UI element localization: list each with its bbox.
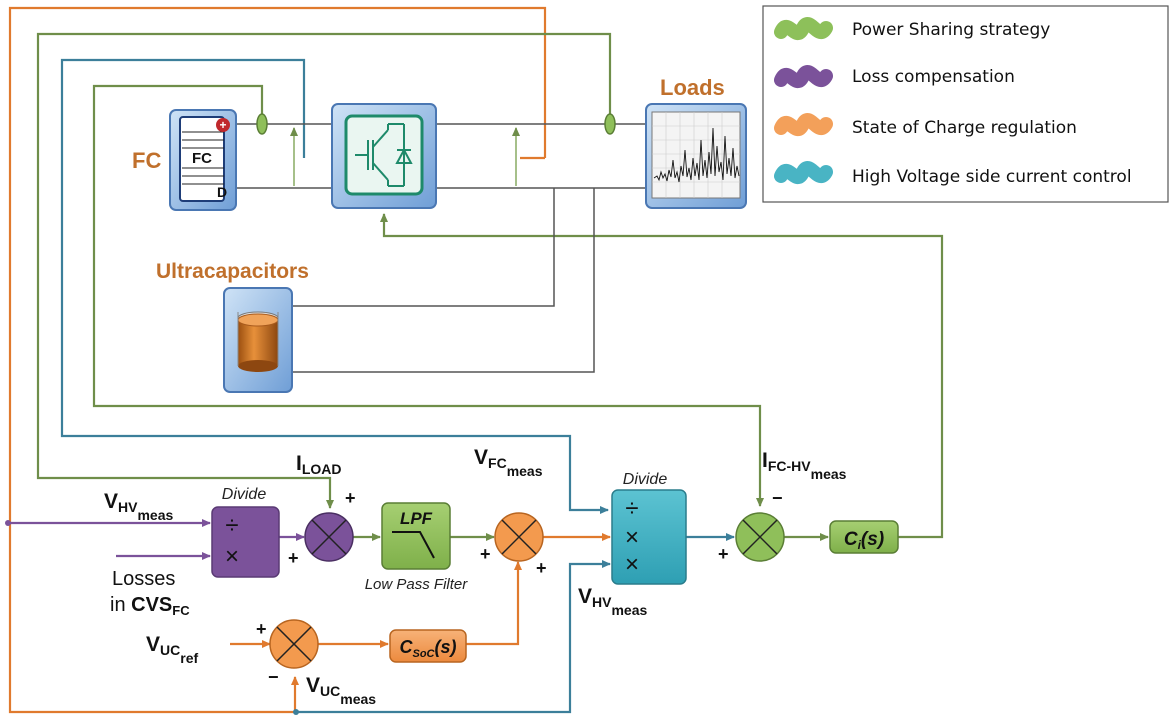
dc-dc-converter-block (331, 103, 437, 209)
legend-label-loss-compensation: Loss compensation (852, 67, 1015, 87)
fc-positive-terminal (216, 118, 230, 132)
csoc-sub: SoC (413, 648, 436, 660)
legend-swatch-power-sharing (774, 17, 833, 41)
label-vhv-meas-left: VHVmeas (104, 490, 173, 523)
divide2-caption: Divide (623, 471, 668, 488)
sign-sum1-bottom: + (288, 548, 299, 568)
sum1-junction (304, 512, 354, 562)
legend-swatch-soc-regulation (774, 113, 833, 137)
vfc-wire (60, 58, 609, 514)
label-vuc-meas: VUCmeas (306, 674, 376, 707)
csoc-tail: (s) (435, 637, 457, 657)
fc-title: FC (132, 148, 161, 173)
loads-block (645, 103, 747, 209)
legend-label-hv-current-control: High Voltage side current control (852, 167, 1132, 187)
lpf-label: LPF (400, 509, 433, 528)
lpf-block: LPF (381, 502, 451, 570)
divide2-op-multiply-1: × (625, 524, 639, 551)
sign-sum2-left: + (480, 544, 491, 564)
ci-sub: i (858, 538, 862, 552)
fc-negative-terminal: D (217, 184, 227, 200)
loads-title: Loads (660, 75, 725, 100)
sign-sum1-top: + (345, 488, 356, 508)
label-losses-line1: Losses (112, 568, 175, 590)
ultracapacitor-block (223, 287, 293, 393)
uc-title: Ultracapacitors (156, 260, 309, 283)
divide2-block: ÷ × × (611, 489, 687, 585)
sign-sum4-left: + (256, 619, 267, 639)
ci-gate-wire (380, 213, 944, 539)
csoc-main: C (400, 637, 414, 657)
label-losses-line2: in CVSFC (110, 594, 190, 618)
legend-swatch-hv-current-control (774, 161, 833, 185)
divide1-caption: Divide (222, 486, 267, 503)
legend-label-soc-regulation: State of Charge regulation (852, 118, 1077, 138)
iload-wire (36, 32, 612, 509)
fuel-cell-block: + FC D (169, 109, 237, 211)
lpf-response-curve (392, 531, 435, 559)
vhv-meas-wire (296, 560, 611, 714)
divide1-block: ÷ × (211, 506, 280, 578)
divide1-op-multiply: × (225, 543, 239, 570)
label-vhv-meas-right: VHVmeas (578, 585, 647, 618)
sign-sum4-bottom: − (268, 667, 279, 687)
divide1-op-divide: ÷ (225, 512, 238, 539)
load-current-sensor (604, 113, 616, 135)
load-profile-trace (653, 127, 740, 183)
legend-swatch-loss-compensation (774, 65, 833, 89)
fc-inner-label: FC (192, 150, 212, 167)
label-iload: ILOAD (296, 452, 342, 477)
sign-sum3-top: − (772, 488, 783, 508)
csoc-controller-block: CSoC(s) (389, 629, 467, 663)
power-wiring (234, 123, 646, 373)
csoc-to-sum-wire (466, 561, 522, 646)
ci-main: C (844, 529, 858, 550)
sum4-junction (269, 619, 319, 669)
label-vfc-meas: VFCmeas (474, 446, 543, 479)
svg-text:CSoC(s): CSoC(s) (400, 637, 457, 660)
divide2-op-divide: ÷ (625, 495, 638, 522)
label-vuc-ref: VUCref (146, 633, 198, 666)
legend-label-power-sharing: Power Sharing strategy (852, 20, 1050, 40)
svg-text:+: + (219, 118, 226, 132)
svg-text:Ci(s): Ci(s) (844, 529, 884, 552)
sum2-junction (494, 512, 544, 562)
label-ifc-hv-meas: IFC-HVmeas (762, 449, 847, 482)
sign-sum3-left: + (718, 544, 729, 564)
legend: Power Sharing strategy Loss compensation… (762, 5, 1169, 203)
ifc-hv-wire (92, 84, 764, 507)
lpf-caption: Low Pass Filter (365, 576, 469, 593)
fc-current-sensor (256, 113, 268, 135)
ci-tail: (s) (861, 529, 884, 550)
sum3-junction (735, 512, 785, 562)
ci-controller-block: Ci(s) (829, 520, 899, 554)
sign-sum2-bottom: + (536, 558, 547, 578)
divide2-op-multiply-2: × (625, 551, 639, 578)
